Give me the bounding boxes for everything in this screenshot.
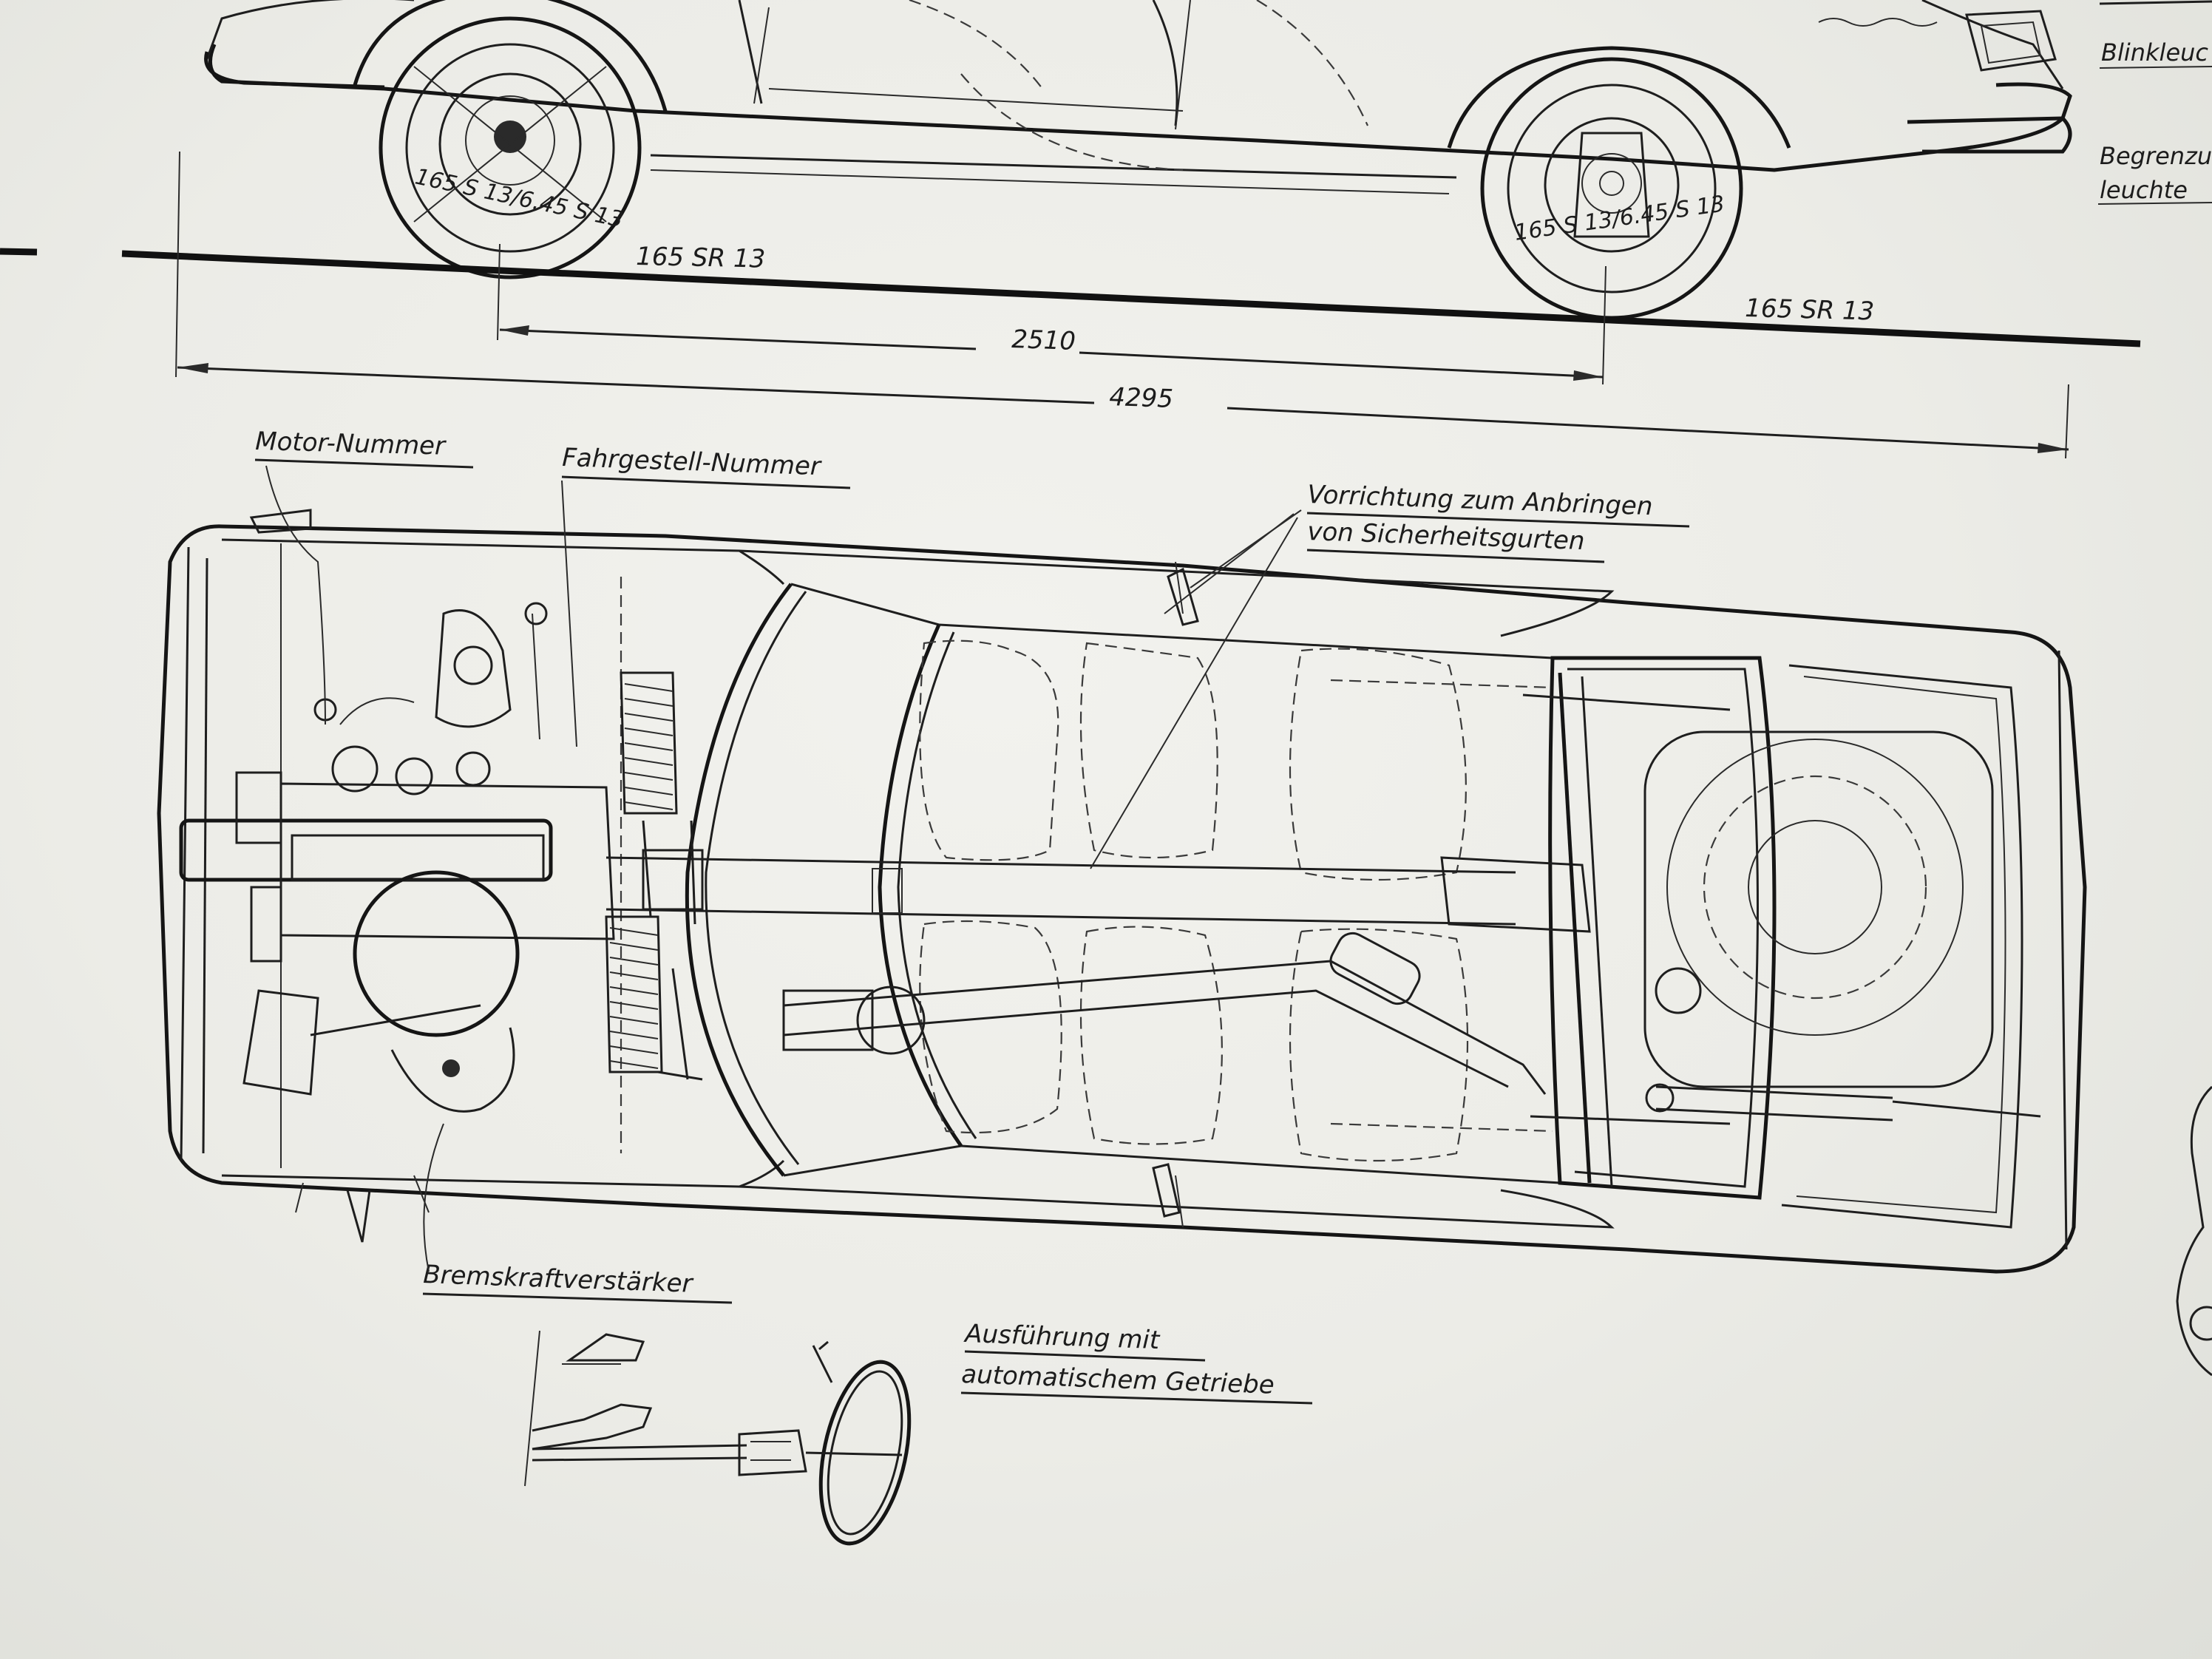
motor-nummer-label: Motor-Nummer <box>255 427 447 461</box>
dimension-lines: 2510 4295 <box>175 151 2069 459</box>
fahrgestell-nummer-label: Fahrgestell-Nummer <box>562 443 823 481</box>
automatik-label-1: Ausführung mit <box>963 1319 1161 1355</box>
overall-length-dimension: 4295 <box>1109 382 1174 414</box>
begrenzungsleuchte-label-2: leuchte <box>2100 176 2188 204</box>
rear-tire-sidewall-label: 165 S 13/6.45 S 13 <box>1513 191 1726 246</box>
front-tire-size-label: 165 SR 13 <box>636 242 766 274</box>
ground-line-main <box>121 250 2141 347</box>
wheelbase-dimension: 2510 <box>1011 325 1076 356</box>
rear-wheel <box>1480 57 1743 320</box>
top-view <box>157 509 2087 1274</box>
automatic-transmission-detail: Ausführung mit automatischem Getriebe <box>524 1319 1313 1546</box>
engine-block <box>179 602 615 1113</box>
side-labels: Blinkleuc Begrenzu leuchte <box>2097 0 2212 205</box>
rear-view-fragment <box>2176 1085 2212 1377</box>
begrenzungsleuchte-label-1: Begrenzu <box>2100 142 2212 170</box>
front-tire-sidewall-label: 165 S 13/6.45 S 13 <box>413 164 625 234</box>
bremskraftverstaerker-label: Bremskraftverstärker <box>423 1260 695 1299</box>
ground-line <box>0 248 38 256</box>
side-view: 165 S 13/6.45 S 13 165 S 13/6.45 S 13 16… <box>204 0 2072 327</box>
sicherheitsgurten-label-2: von Sicherheitsgurten <box>1307 517 1585 556</box>
front-wheel <box>379 16 642 279</box>
spare-wheel <box>1643 730 1994 1088</box>
rear-tire-size-label: 165 SR 13 <box>1745 294 1875 327</box>
blinkleuchte-label: Blinkleuc <box>2101 38 2208 67</box>
